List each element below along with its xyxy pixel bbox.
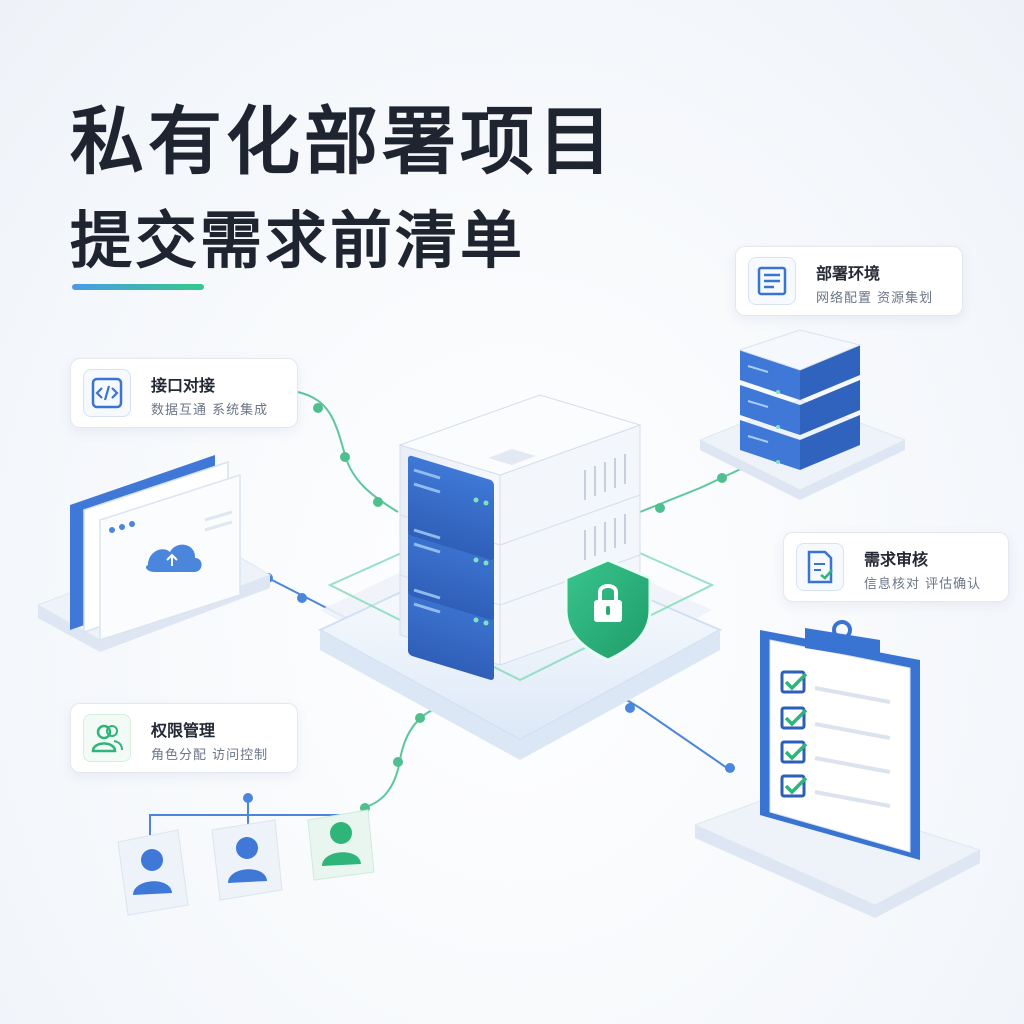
security-shield-icon: [564, 558, 652, 662]
card-title: 权限管理: [151, 721, 216, 740]
card-subtitle: 数据互通 系统集成: [151, 403, 269, 418]
card-subtitle: 网络配置 资源集划: [816, 291, 934, 306]
rack-server-illustration: [698, 329, 907, 500]
user-avatar-group: [117, 809, 375, 916]
clipboard-checklist-illustration: [693, 620, 982, 918]
card-title: 部署环境: [816, 264, 881, 283]
page-subtitle: 提交需求前清单: [70, 204, 526, 277]
central-server-stack: [398, 394, 642, 680]
code-icon: [83, 369, 131, 417]
page-title: 私有化部署项目: [70, 99, 616, 185]
card-deploy-env[interactable]: 部署环境 网络配置 资源集划: [735, 246, 963, 316]
card-title: 需求审核: [864, 550, 929, 569]
user-avatar: [117, 829, 189, 916]
card-requirement-review[interactable]: 需求审核 信息核对 评估确认: [783, 532, 1009, 602]
title-accent-bar: [72, 284, 204, 290]
users-icon: [83, 714, 131, 762]
card-permission-mgmt[interactable]: 权限管理 角色分配 访问控制: [70, 703, 298, 773]
card-subtitle: 角色分配 访问控制: [151, 748, 269, 763]
user-avatar-active: [307, 809, 375, 881]
document-check-icon: [796, 543, 844, 591]
card-subtitle: 信息核对 评估确认: [864, 577, 982, 592]
cloud-upload-icon: [146, 544, 202, 572]
user-avatar: [211, 819, 283, 901]
card-title: 接口对接: [151, 376, 216, 395]
card-api-integration[interactable]: 接口对接 数据互通 系统集成: [70, 358, 298, 428]
checklist-items: [780, 670, 891, 808]
browser-window-illustration: [36, 455, 272, 652]
document-list-icon: [748, 257, 796, 305]
